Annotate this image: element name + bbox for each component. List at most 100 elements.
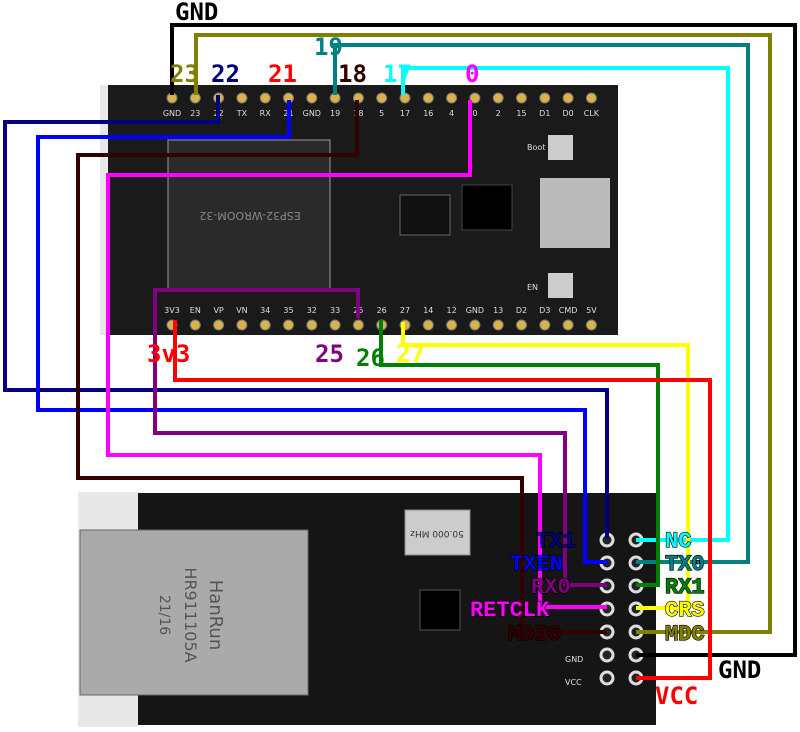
label-crs: CRS	[665, 598, 705, 623]
pin-label: EN	[190, 306, 201, 315]
header-pin	[562, 319, 574, 331]
header-pin	[562, 92, 574, 104]
boot-button	[548, 135, 573, 160]
pin-label: D3	[539, 306, 550, 315]
module-text: ESP32-WROOM-32	[199, 209, 300, 222]
eth-header-pin	[599, 670, 615, 686]
pin-label: 4	[449, 109, 454, 118]
wire-gpio25-rx0	[153, 288, 607, 587]
header-pin	[283, 319, 294, 331]
pin-label: 0	[472, 109, 477, 118]
wire-gpio18-mdio	[76, 100, 607, 634]
pin-label: 17	[400, 109, 410, 118]
pin-label: 2	[496, 109, 501, 118]
header-pin	[259, 92, 271, 104]
header-pin	[236, 92, 248, 104]
rj45-jack	[79, 529, 309, 696]
crystal	[404, 509, 471, 556]
wire-gpio21-txen	[36, 100, 607, 564]
esp32-module	[167, 139, 331, 291]
header-pin	[469, 319, 481, 331]
pin-label: 15	[516, 109, 526, 118]
jack-brand: HanRun	[205, 580, 226, 651]
header-pin	[306, 319, 318, 331]
label-txen: TXEN	[510, 552, 563, 577]
pin-label: D0	[562, 109, 573, 118]
wire-gpio27-crs	[401, 322, 690, 610]
label-3v3: 3v3	[147, 340, 190, 368]
pin-vcc-label: VCC	[565, 678, 582, 687]
pin-label: 34	[260, 306, 270, 315]
header-pin	[189, 319, 201, 331]
wire-gpio17-nc	[401, 66, 730, 542]
wire-3v3-vcc	[173, 320, 712, 680]
label-gpio23: 23	[170, 60, 199, 88]
header-pin	[422, 92, 434, 104]
label-rx1: RX1	[665, 575, 705, 600]
wire-gpio23-mdc	[194, 33, 772, 634]
pin-label: 23	[190, 109, 200, 118]
wire-gpio22-tx1	[3, 95, 609, 538]
label-rx0: RX0	[531, 575, 571, 600]
jack-model: HR911105A	[181, 567, 200, 662]
label-gnd-top: GND	[175, 0, 218, 26]
pin-label: CLK	[584, 109, 600, 118]
pin-label: CMD	[559, 306, 578, 315]
label-nc: NC	[665, 529, 691, 554]
lan8720-chip	[419, 589, 461, 631]
label-gpio19: 19	[314, 33, 343, 61]
boot-label: Boot	[527, 143, 545, 152]
usb-port	[540, 178, 610, 248]
pin-label: GND	[303, 109, 321, 118]
header-pin	[585, 319, 597, 331]
pin-label: 32	[307, 306, 317, 315]
pin-label: 19	[330, 109, 340, 118]
label-gnd-eth: GND	[718, 656, 761, 684]
pin-label: 33	[330, 306, 340, 315]
eth-header-pin	[599, 647, 615, 663]
header-pin	[259, 319, 271, 331]
header-pin	[516, 92, 527, 104]
header-pin	[492, 319, 504, 331]
wire-gnd	[170, 23, 797, 657]
header-pin	[446, 92, 458, 104]
pin-label: 27	[400, 306, 410, 315]
label-mdc: MDC	[665, 622, 705, 647]
pin-label: D1	[539, 109, 550, 118]
header-pin	[492, 92, 504, 104]
jack-date: 21/16	[156, 595, 172, 635]
label-gpio17: 17	[383, 60, 412, 88]
label-gpio25: 25	[315, 340, 344, 368]
label-gpio27: 27	[396, 340, 425, 368]
header-pin	[585, 92, 597, 104]
pin-label: VN	[236, 306, 247, 315]
pin-label: 12	[447, 306, 457, 315]
label-gpio18: 18	[338, 60, 367, 88]
header-pin	[446, 319, 458, 331]
header-pin	[539, 92, 551, 104]
en-button	[548, 273, 573, 298]
label-mdio: MDIO	[508, 622, 561, 647]
pin-label: 3V3	[164, 306, 180, 315]
label-gpio0: 0	[465, 60, 479, 88]
label-gpio26: 26	[356, 344, 385, 372]
header-pin	[329, 319, 341, 331]
header-pin	[236, 319, 248, 331]
pin-label: 5V	[586, 306, 597, 315]
label-gpio21: 21	[268, 60, 297, 88]
wire-gpio26-rx1	[379, 320, 660, 587]
pin-label: 14	[423, 306, 433, 315]
header-pin	[539, 319, 551, 331]
pin-label: 16	[423, 109, 433, 118]
pin-label: VP	[213, 306, 223, 315]
label-gpio22: 22	[211, 60, 240, 88]
wire-gpio0-retclk	[106, 100, 607, 609]
label-vcc: VCC	[655, 682, 698, 710]
pin-label: 13	[493, 306, 503, 315]
pin-label: RX	[260, 109, 272, 118]
pin-label: TX	[236, 109, 248, 118]
en-label: EN	[527, 283, 538, 292]
pin-gnd-label: GND	[565, 655, 583, 664]
